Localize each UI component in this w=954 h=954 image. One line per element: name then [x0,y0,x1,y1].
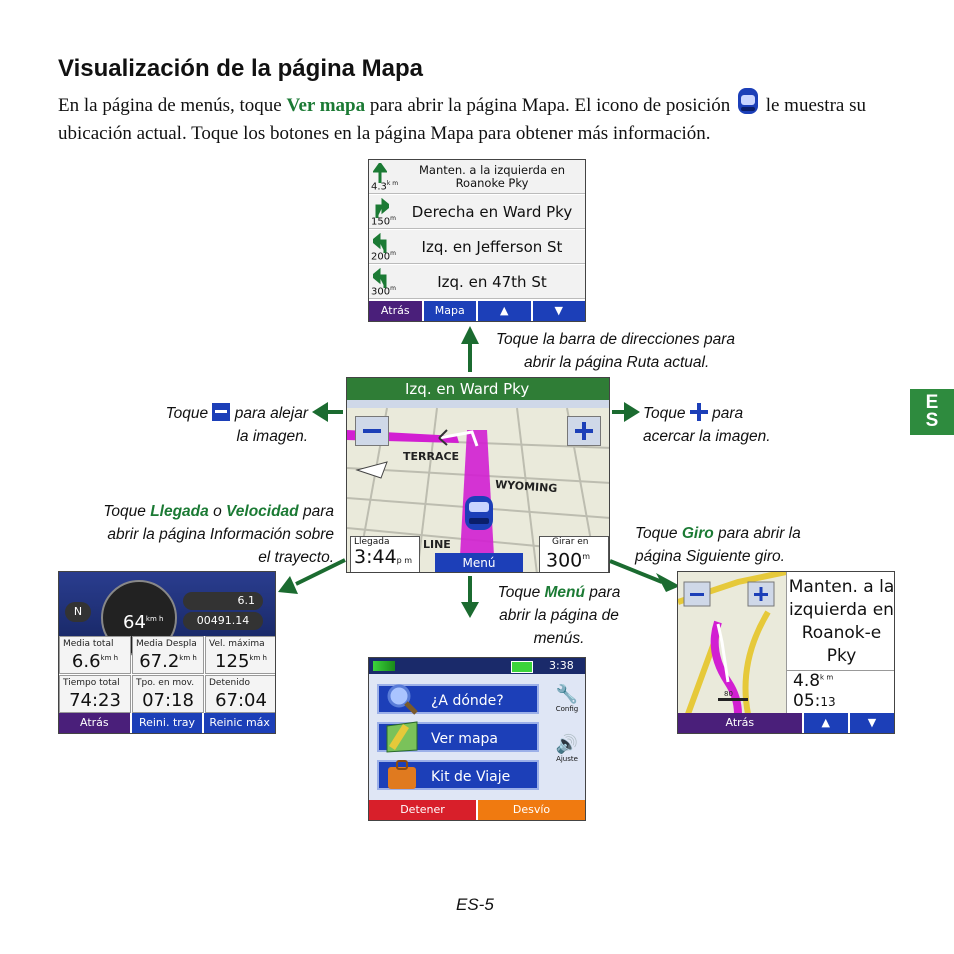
turn-caption: Toque Giro para abrir la página Siguient… [635,525,801,565]
map-button[interactable]: Mapa [423,301,476,321]
scroll-down-button[interactable]: ▼ [849,713,894,733]
turn-instruction: Manten. a la izquierda en Roanok-e Pky [786,572,894,670]
stop-button[interactable]: Detener [369,800,476,820]
page-number: ES-5 [456,895,494,914]
wrench-icon: 🔧 [555,684,579,705]
zoom-in-caption: Toque para acercar la imagen. [643,403,771,445]
scroll-down-button[interactable]: ▼ [532,301,585,321]
arrival-field[interactable]: Llegada 3:44p m [350,536,420,572]
detour-button[interactable]: Desvío [478,800,585,820]
compass: N [65,602,91,622]
menu-page-screen: 3:38 ¿A dónde? Ver mapa Kit de Viaje 🔧Co… [368,657,586,821]
route-row[interactable]: 4.3k m Manten. a la izquierda en Roanoke… [369,160,585,194]
trip-button-bar: Atrás Reini. tray Reinic máx [59,713,275,733]
scroll-up-button[interactable]: ▲ [478,301,531,321]
zoom-out-button[interactable] [355,416,389,446]
zoom-out-caption: Toque para alejar la imagen. [165,403,308,445]
volume-button[interactable]: 🔊Ajuste [551,734,583,763]
speedometer-panel: N 64km h 6.1 00491.14 [59,572,275,656]
current-route-screen: 4.3k m Manten. a la izquierda en Roanoke… [368,159,586,322]
where-to-button[interactable]: ¿A dónde? [377,682,539,716]
back-button[interactable]: Atrás [678,713,802,733]
turn-map-view[interactable]: 80 [678,572,786,714]
status-bar: 3:38 [369,658,585,674]
turn-field[interactable]: Girar en 300m [539,536,609,572]
route-row[interactable]: 200m Izq. en Jefferson St [369,230,585,264]
turn-left-arrow-icon [373,268,387,288]
trip-odometer: 6.1 [183,592,263,610]
turn-distance-time: 4.8k m 05:13 [786,670,894,714]
trip-field-moving-time[interactable]: Tpo. en mov.07:18 [132,675,204,713]
scroll-up-button[interactable]: ▲ [803,713,848,733]
route-row[interactable]: 150m Derecha en Ward Pky [369,195,585,229]
magnifier-icon [385,682,419,716]
suitcase-icon [385,758,419,792]
speaker-icon: 🔊 [555,734,579,755]
travel-kit-button[interactable]: Kit de Viaje [377,760,539,790]
street-name-bar[interactable]: Izq. en Ward Pky [347,378,609,400]
settings-button[interactable]: 🔧Config [551,684,583,713]
menu-button-bar: Detener Desvío [369,800,585,820]
plus-icon [689,403,708,421]
minus-icon [212,403,231,421]
battery-icon [511,661,533,673]
route-button-bar: Atrás Mapa ▲ ▼ [369,301,585,321]
odometer: 00491.14 [183,612,263,630]
minus-icon [363,429,381,433]
back-button[interactable]: Atrás [369,301,422,321]
route-caption: Toque la barra de direcciones para abrir… [496,331,735,371]
zoom-in-button[interactable] [747,581,775,607]
view-map-button[interactable]: Ver mapa [377,720,539,754]
street-label: TERRACE [403,450,460,463]
turn-right-arrow-icon [375,198,389,218]
turn-left-arrow-icon [373,233,387,253]
turn-left-arrow-icon [373,163,387,183]
back-button[interactable]: Atrás [59,713,130,733]
reset-trip-button[interactable]: Reini. tray [131,713,203,733]
map-icon [385,720,419,754]
scale-label: 80 [724,690,733,698]
menu-button[interactable]: Menú [435,553,523,572]
intro-paragraph: En la página de menús, toque Ver mapa pa… [58,87,898,148]
keyword-ver-mapa: Ver mapa [286,95,366,116]
menu-caption: Toque Menú para abrir la página de menús… [497,584,621,647]
position-icon [737,88,758,114]
street-label: LINE [423,538,451,551]
map-screen: Izq. en Ward Pky TERRACE WYOMING LINE Ll… [346,377,610,573]
trip-caption: Toque Llegada o Velocidad para abrir la … [103,503,334,566]
zoom-in-button[interactable] [567,416,601,446]
next-turn-screen: 80 Manten. a la izquierda en Roanok-e Pk… [677,571,895,734]
turn-button-bar: Atrás ▲ ▼ [678,713,894,733]
reset-max-button[interactable]: Reinic máx [204,713,275,733]
clock: 3:38 [549,659,574,672]
route-row[interactable]: 300m Izq. en 47th St [369,265,585,299]
signal-strength-icon [373,661,395,671]
page-title: Visualización de la página Mapa [58,55,424,82]
